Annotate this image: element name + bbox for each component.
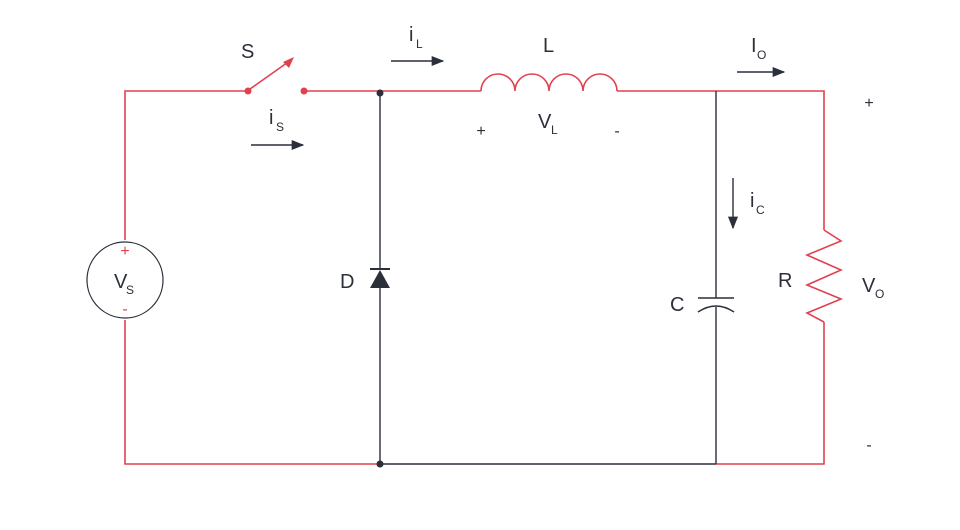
voltage-source-circle	[86, 241, 164, 319]
output-voltage-sub: O	[875, 287, 884, 301]
inductor-current-label: i	[409, 24, 413, 46]
inductor-voltage-label: V	[538, 111, 552, 133]
switch-blade	[249, 59, 292, 90]
output-plus: +	[864, 95, 873, 112]
switch-contact-right	[300, 87, 308, 95]
capacitor-current-sub: C	[756, 203, 765, 217]
switch-arrowhead	[283, 57, 294, 68]
output-minus: -	[866, 437, 871, 454]
inductor-plus: +	[476, 123, 485, 140]
switch-current-label: i	[269, 107, 273, 129]
capacitor-current-label: i	[750, 190, 754, 212]
inductor-current-sub: L	[416, 37, 423, 51]
wire-left-bottom	[124, 320, 380, 465]
diode-symbol	[370, 268, 390, 288]
resistor-zigzag	[804, 229, 844, 323]
switch-label: S	[241, 41, 254, 63]
dark-wires	[379, 91, 735, 465]
capacitor-plate-bottom	[697, 305, 735, 313]
wire-top-right	[716, 90, 825, 230]
red-wires	[124, 59, 844, 465]
wire-left-top	[124, 90, 248, 240]
switch-contact-left	[244, 87, 252, 95]
junction-dot-bottom	[376, 460, 384, 468]
output-current-label: I	[751, 35, 757, 57]
switch-current-sub: S	[276, 120, 284, 134]
output-current-sub: O	[757, 48, 766, 62]
source-plus: +	[120, 243, 129, 260]
resistor-label: R	[778, 270, 792, 292]
inductor-label: L	[543, 35, 554, 57]
junction-dot-top	[376, 89, 384, 97]
source-label-v: V	[114, 271, 128, 293]
source-minus: -	[122, 301, 127, 318]
inductor-coils	[480, 73, 618, 92]
source-label-sub: S	[126, 283, 134, 297]
inductor-voltage-sub: L	[551, 123, 558, 137]
output-voltage-label: V	[862, 275, 876, 297]
wire-bottom-right	[716, 322, 825, 465]
capacitor-label: C	[670, 294, 684, 316]
diode-label: D	[340, 271, 354, 293]
inductor-minus: -	[614, 123, 619, 140]
